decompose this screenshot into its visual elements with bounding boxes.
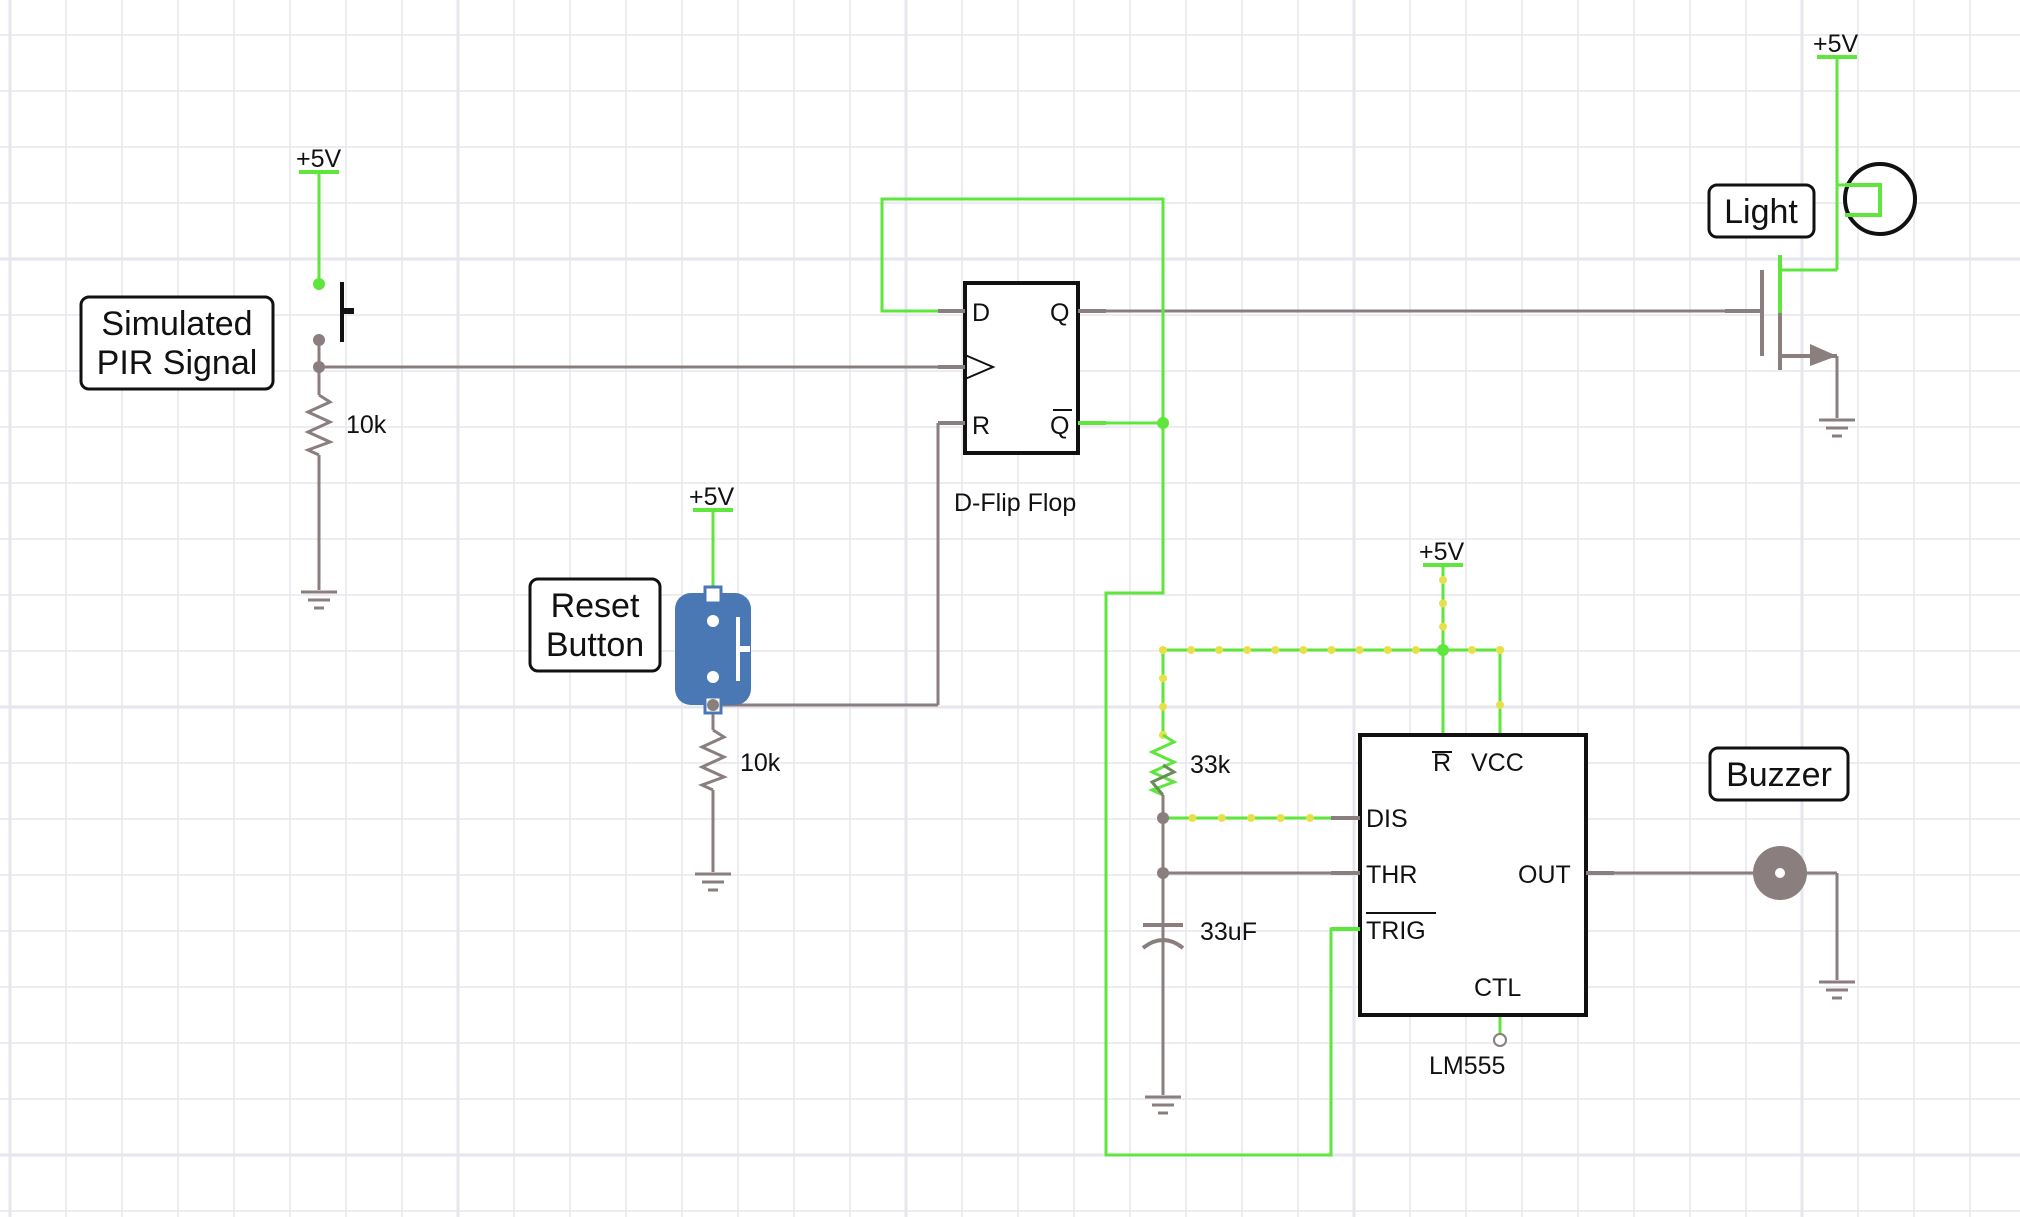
dff-pin-q: Q <box>1050 299 1069 327</box>
capacitor <box>1141 923 1185 950</box>
resistor-r3-shade <box>1149 763 1178 796</box>
signal-dot <box>1159 674 1167 683</box>
junction <box>313 361 325 373</box>
resistor-r3 <box>1148 733 1178 797</box>
label-light-text: Light <box>1724 193 1798 231</box>
label-buzzer[interactable]: Buzzer <box>1708 746 1850 802</box>
signal-dot <box>1159 646 1167 654</box>
ground-symbols <box>301 418 1855 1115</box>
signal-dot <box>1215 646 1224 654</box>
lightbulb-filament <box>1845 183 1882 217</box>
signal-dot <box>1327 646 1336 654</box>
dff-caption: D-Flip Flop <box>954 489 1076 517</box>
signal-dot <box>1299 646 1308 654</box>
signal-dot <box>1496 646 1504 654</box>
signal-dot <box>1411 646 1420 654</box>
signal-dot <box>1439 622 1447 631</box>
signal-dot <box>1188 814 1197 822</box>
resistor-r1 <box>304 393 334 457</box>
timer-pin-dis: DIS <box>1366 805 1408 833</box>
mosfet-arrow-icon <box>1810 344 1837 366</box>
supply-label: +5V <box>296 145 342 173</box>
supply-label: +5V <box>689 483 735 511</box>
signal-dot <box>1271 646 1280 654</box>
label-pir-line1: Simulated <box>101 305 252 343</box>
dff-pin-r: R <box>972 412 990 440</box>
label-pir-signal[interactable]: Simulated PIR Signal <box>79 295 275 391</box>
resistor-r3-value: 33k <box>1190 751 1231 779</box>
timer-pin-vcc: VCC <box>1471 749 1524 777</box>
supply-rails <box>299 55 1857 567</box>
dff-pin-qbar: Q <box>1050 412 1069 440</box>
pir-switch[interactable] <box>313 278 354 346</box>
signal-dot <box>1247 814 1256 822</box>
signal-dot <box>1439 599 1447 608</box>
signal-dot <box>1187 646 1196 654</box>
signal-dot <box>1496 701 1504 709</box>
label-pir-line2: PIR Signal <box>97 344 258 382</box>
signal-dot <box>1355 646 1364 654</box>
timer-pin-ctl: CTL <box>1474 974 1521 1002</box>
signal-dot <box>1383 646 1392 654</box>
signal-dot <box>1243 646 1252 654</box>
label-reset-line2: Button <box>546 626 644 664</box>
signal-dot <box>1306 814 1314 822</box>
signal-dot <box>1159 702 1167 711</box>
ground-icon <box>1819 418 1855 438</box>
d-flip-flop[interactable] <box>938 281 1106 455</box>
timer-caption: LM555 <box>1429 1052 1505 1080</box>
lm555-timer[interactable] <box>1331 733 1614 1047</box>
timer-pin-thr: THR <box>1366 861 1417 889</box>
resistor-r2 <box>698 728 728 792</box>
timer-pin-trig: TRIG <box>1366 917 1426 945</box>
resistor-r2-value: 10k <box>740 749 781 777</box>
signal-dot <box>1217 814 1226 822</box>
signal-dot <box>1439 576 1447 584</box>
timer-pin-r: R <box>1433 749 1451 777</box>
label-reset-line1: Reset <box>551 587 640 625</box>
supply-label: +5V <box>1813 30 1859 58</box>
label-reset-button[interactable]: Reset Button <box>528 577 662 673</box>
ground-icon <box>301 590 337 610</box>
ground-icon <box>695 872 731 892</box>
ground-icon <box>1819 980 1855 1000</box>
junctions <box>1157 417 1449 879</box>
signal-dot <box>1467 646 1476 654</box>
supply-label: +5V <box>1419 538 1465 566</box>
buzzer-icon[interactable] <box>1725 846 1807 900</box>
label-buzzer-text: Buzzer <box>1726 756 1832 794</box>
signal-dot <box>1276 814 1285 822</box>
resistor-r1-value: 10k <box>346 411 387 439</box>
dff-pin-d: D <box>972 299 990 327</box>
timer-pin-out: OUT <box>1518 861 1571 889</box>
capacitor-value: 33uF <box>1200 918 1257 946</box>
reset-pushbutton[interactable] <box>675 585 751 715</box>
ground-icon <box>1145 1095 1181 1115</box>
label-light[interactable]: Light <box>1707 183 1816 239</box>
